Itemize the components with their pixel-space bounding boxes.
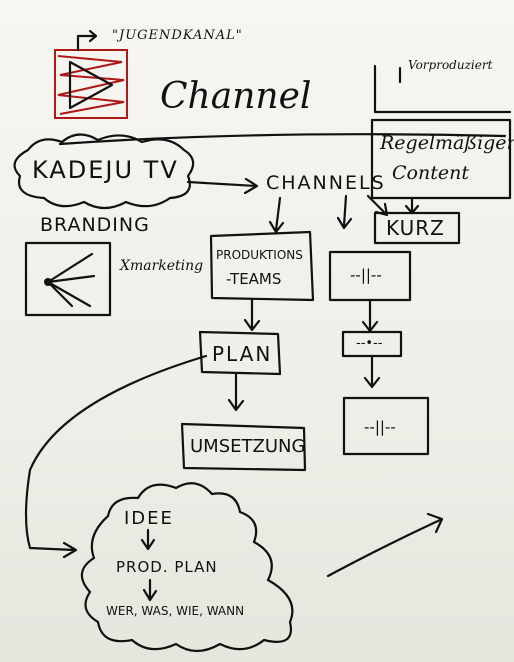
regelmaessig-arrow [404, 196, 420, 215]
share-icon [46, 252, 96, 308]
branding-box [24, 241, 112, 317]
arrow-ditto-2-3 [363, 354, 381, 389]
logo-scribble [57, 55, 125, 115]
arrow-channels-to-kurz [366, 194, 389, 217]
regelmaessig-box [370, 118, 512, 200]
ditto-label-2: --•-- [356, 336, 383, 351]
arrow-plan-to-idee [24, 354, 208, 559]
arrow-teams-to-plan [243, 298, 261, 332]
ditto-label-3: --||-- [364, 418, 396, 436]
vorproduziert-bracket [373, 64, 512, 114]
vorproduziert-label: Vorproduziert [408, 58, 493, 72]
channels-label: CHANNELS [266, 172, 386, 194]
idee-label: IDEE [124, 508, 174, 529]
plan-box [198, 330, 282, 376]
production-teams-box [209, 230, 315, 302]
arrow-brand-to-channels [186, 177, 259, 195]
ditto-box-3 [342, 396, 430, 456]
branding-label: BRANDING [40, 214, 150, 236]
ditto-label-1: --||-- [350, 266, 382, 284]
arrow-plan-to-umsetzung [227, 372, 245, 412]
questions-label: WER, WAS, WIE, WANN [106, 604, 245, 618]
umsetzung-label: UMSETZUNG [190, 436, 306, 457]
xmarketing-label: Xmarketing [120, 258, 204, 274]
regelmaessig-line-1: Regelmäßiger [380, 132, 514, 154]
regelmaessig-line-2: Content [392, 162, 469, 184]
logo-box [54, 49, 128, 119]
arrow-ditto-1-2 [361, 298, 379, 333]
umsetzung-box [180, 422, 307, 472]
arrow-idee-to-prodplan [140, 528, 156, 551]
idee-cloud [80, 482, 294, 653]
arrow-prodplan-to-questions [142, 578, 158, 602]
production-teams-line-2: -TEAMS [226, 270, 282, 288]
share-node [44, 278, 52, 286]
title-underline [58, 133, 507, 146]
arrow-channels-to-ditto [336, 194, 353, 230]
kurz-box [373, 211, 461, 245]
plan-label: PLAN [212, 342, 273, 366]
page-title: Channel [160, 76, 312, 117]
logo-arrow [76, 29, 98, 52]
brand-label: KADEJU TV [32, 156, 179, 184]
play-icon [68, 60, 114, 110]
arrow-channels-to-teams [268, 196, 285, 234]
kurz-label: KURZ [386, 216, 445, 240]
brand-cloud [13, 133, 195, 210]
arrow-outgoing [326, 512, 444, 578]
production-teams-line-1: PRODUKTIONS [216, 248, 303, 262]
prodplan-label: PROD. PLAN [116, 558, 218, 576]
logo-caption: "JUGENDKANAL" [112, 28, 243, 43]
